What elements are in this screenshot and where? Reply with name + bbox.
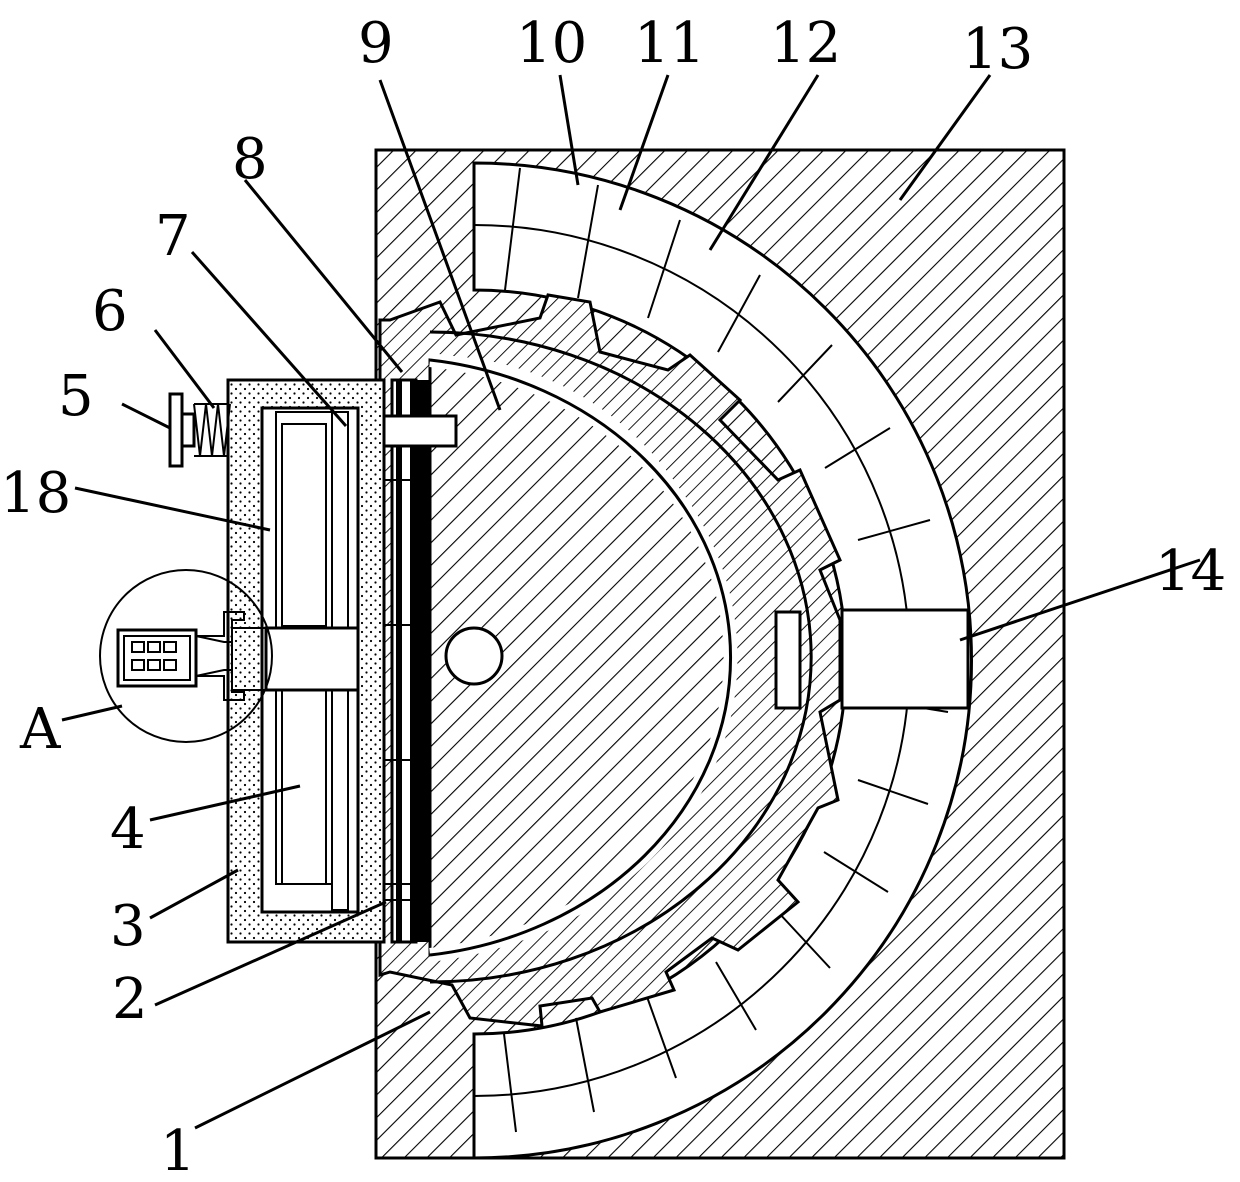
callout-14: 14 xyxy=(1155,539,1226,604)
callout-8: 8 xyxy=(232,127,268,192)
callout-12: 12 xyxy=(770,11,841,76)
callout-13: 13 xyxy=(962,17,1033,82)
callout-4: 4 xyxy=(110,797,146,862)
callout-11: 11 xyxy=(634,11,705,76)
callout-6: 6 xyxy=(92,279,128,344)
callout-a: A xyxy=(19,697,61,762)
callout-3: 3 xyxy=(110,894,146,959)
callout-5: 5 xyxy=(58,364,94,429)
callout-10: 10 xyxy=(516,11,587,76)
callout-18: 18 xyxy=(0,461,71,526)
callout-7: 7 xyxy=(155,204,191,269)
knob-and-spring xyxy=(170,394,230,466)
callout-9: 9 xyxy=(358,11,394,76)
pivot-hole xyxy=(446,628,502,684)
side-casing xyxy=(228,380,384,942)
callout-2: 2 xyxy=(112,967,148,1032)
callout-1: 1 xyxy=(160,1119,196,1182)
